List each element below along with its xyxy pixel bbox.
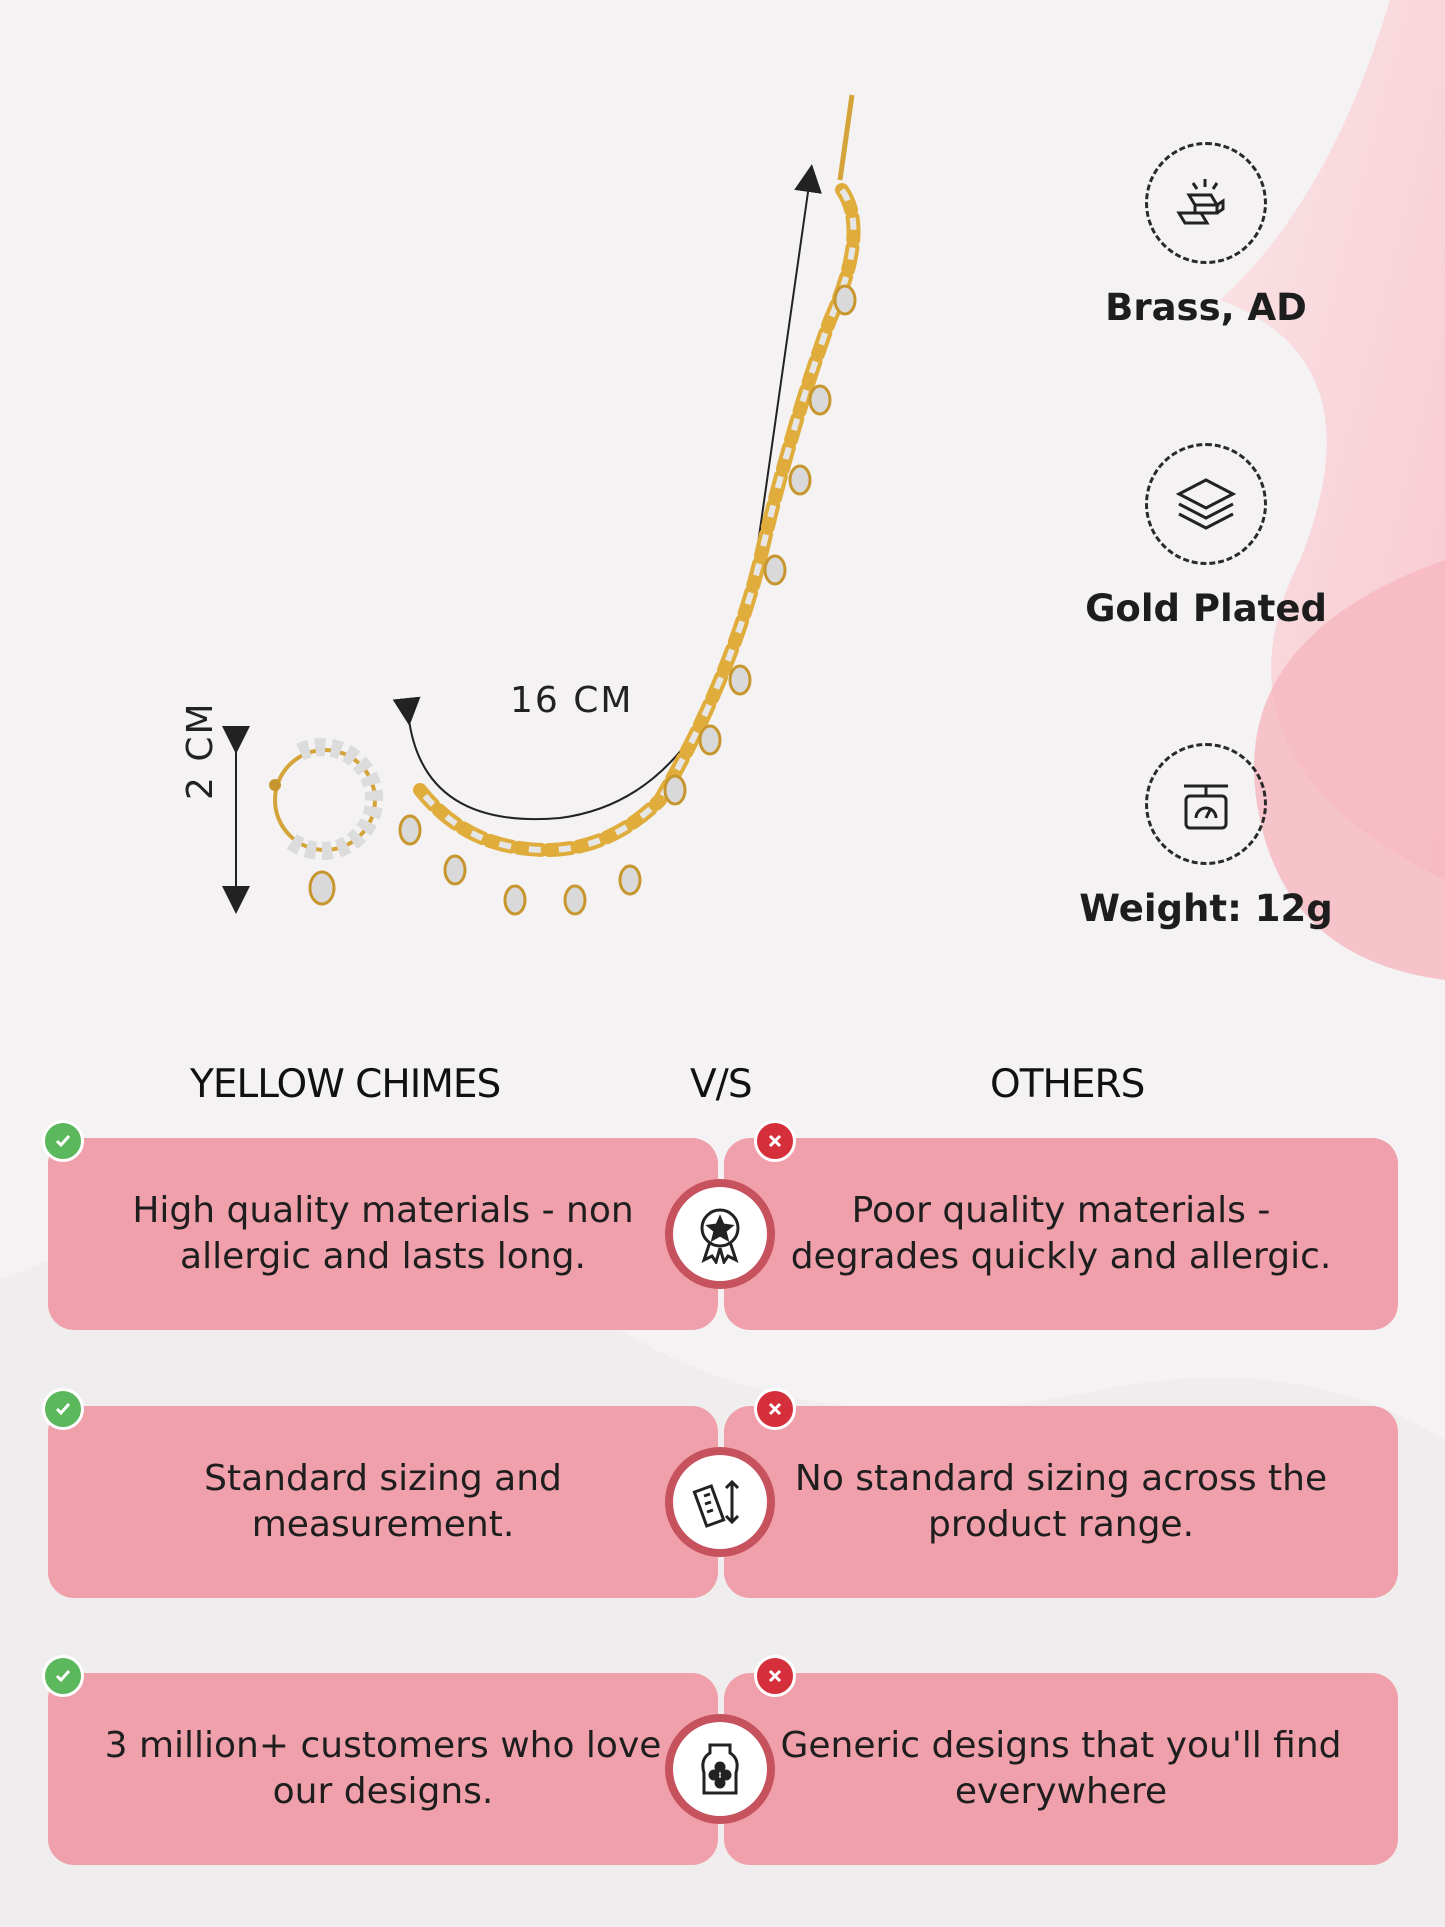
others-text: Generic designs that you'll find everywh… — [780, 1725, 1342, 1812]
others-panel: Generic designs that you'll find everywh… — [724, 1673, 1398, 1865]
height-label: 2 CM — [180, 701, 221, 800]
others-text: Poor quality materials - degrades quickl… — [790, 1190, 1332, 1277]
nose-ring — [269, 738, 384, 906]
ours-panel: High quality materials - non allergic an… — [48, 1138, 718, 1330]
feature-weight: Weight: 12g — [1066, 743, 1346, 930]
comparison-row: 3 million+ customers who love our design… — [42, 1655, 1398, 1865]
others-text: No standard sizing across the product ra… — [794, 1458, 1328, 1545]
ours-text: Standard sizing and measurement. — [204, 1458, 562, 1545]
check-icon — [42, 1655, 84, 1697]
ruler-icon — [665, 1447, 775, 1557]
cross-icon — [754, 1655, 796, 1697]
ours-text: High quality materials - non allergic an… — [132, 1190, 634, 1277]
check-icon — [42, 1388, 84, 1430]
length-label: 16 CM — [510, 680, 634, 721]
cross-icon — [754, 1388, 796, 1430]
gold-bars-icon — [1145, 142, 1267, 264]
others-panel: Poor quality materials - degrades quickl… — [724, 1138, 1398, 1330]
check-icon — [42, 1120, 84, 1162]
feature-plating: Gold Plated — [1066, 443, 1346, 630]
feature-plating-label: Gold Plated — [1085, 587, 1327, 630]
heading-vs: V/S — [690, 1062, 753, 1107]
feature-material-label: Brass, AD — [1105, 286, 1307, 329]
chain — [413, 183, 861, 857]
ours-panel: 3 million+ customers who love our design… — [48, 1673, 718, 1865]
heading-yellow-chimes: YELLOW CHIMES — [190, 1062, 501, 1107]
feature-material: Brass, AD — [1066, 142, 1346, 329]
others-panel: No standard sizing across the product ra… — [724, 1406, 1398, 1598]
nose-chain-illustration — [222, 94, 861, 916]
heading-others: OTHERS — [990, 1062, 1145, 1107]
quality-badge-icon — [665, 1179, 775, 1289]
jewelry-display-icon — [665, 1714, 775, 1824]
ours-panel: Standard sizing and measurement. — [48, 1406, 718, 1598]
length-arrow — [392, 164, 822, 820]
comparison-row: Standard sizing and measurement. No stan… — [42, 1388, 1398, 1598]
weighing-scale-icon — [1145, 743, 1267, 865]
feature-weight-label: Weight: 12g — [1079, 887, 1333, 930]
layers-icon — [1145, 443, 1267, 565]
ours-text: 3 million+ customers who love our design… — [104, 1725, 662, 1812]
comparison-row: High quality materials - non allergic an… — [42, 1120, 1398, 1330]
cross-icon — [754, 1120, 796, 1162]
